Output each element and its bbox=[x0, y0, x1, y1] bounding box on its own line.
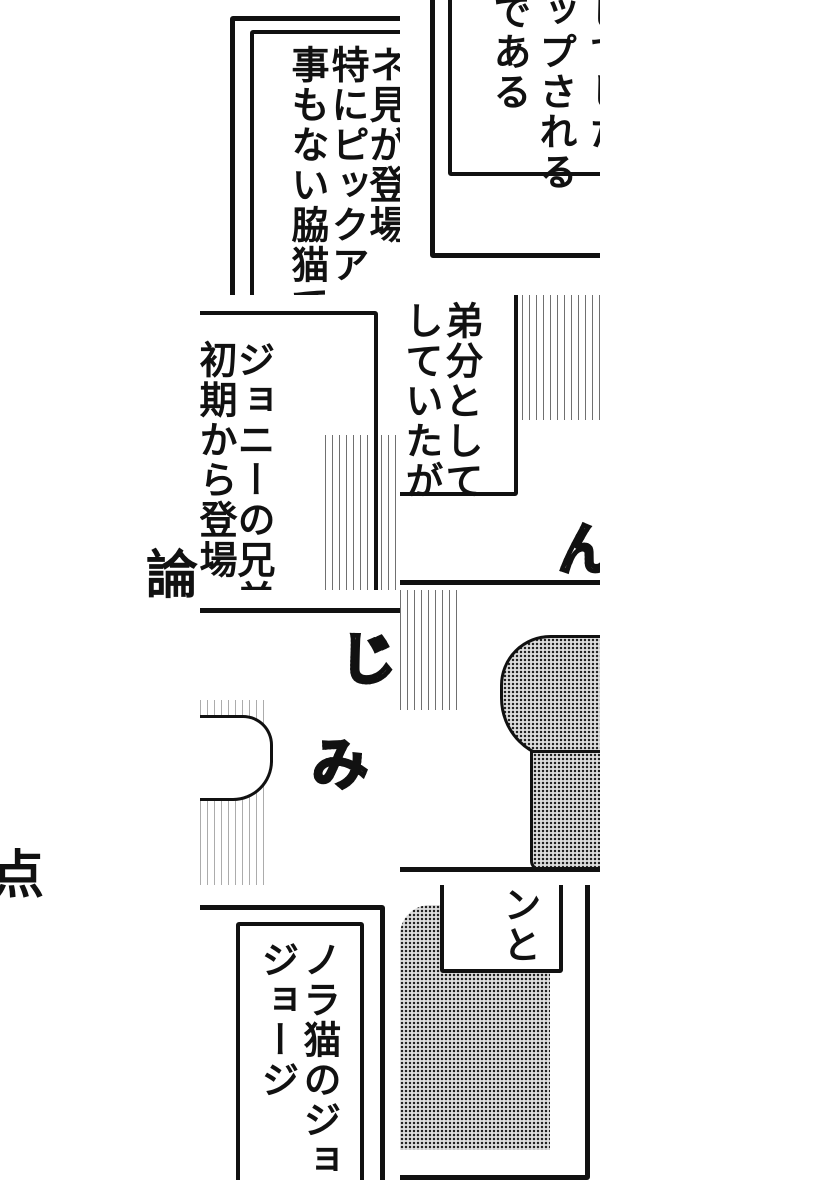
caption-line: ンと bbox=[497, 885, 541, 965]
caption-line: ネ見が登場 bbox=[363, 45, 400, 245]
sound-effect: み bbox=[311, 720, 370, 801]
caption-line: である bbox=[487, 0, 531, 112]
stray-title-glyph: 点 bbox=[0, 846, 45, 906]
manga-panel-h: ンと bbox=[400, 885, 600, 1180]
manga-panel-g: ノラ猫のジョ ジョージ bbox=[200, 885, 400, 1180]
sound-effect: ん bbox=[557, 505, 601, 586]
sound-effect: じ bbox=[339, 615, 398, 696]
caption-line: 初期から登場 bbox=[200, 340, 237, 580]
stray-title-glyph: 論 bbox=[146, 546, 199, 606]
caption-line: 弟分として bbox=[439, 301, 483, 501]
manga-panel-a: ネ見が登場 特にピックア 事もない脇猫で bbox=[200, 0, 400, 295]
caption-line: してした bbox=[583, 0, 600, 152]
caption-line: していたが bbox=[400, 301, 443, 501]
caption-line: 特にピックア bbox=[325, 45, 369, 285]
manga-panel-b: してした ップされる である bbox=[400, 0, 600, 295]
caption-line: ノラ猫のジョ bbox=[297, 940, 341, 1180]
caption-line: ップされる bbox=[533, 0, 577, 192]
manga-panel-c: ジョニーの兄弟 初期から登場 bbox=[200, 295, 400, 590]
manga-panel-f bbox=[400, 590, 600, 885]
caption-line: ジョニーの兄弟 bbox=[231, 340, 275, 590]
grey-cat-illustration bbox=[500, 635, 600, 761]
manga-panel-d: 弟分として していたが ん bbox=[400, 295, 600, 590]
caption-line: 事もない脇猫で bbox=[285, 45, 329, 295]
manga-panel-e: じ み bbox=[200, 590, 400, 885]
caption-line: ジョージ bbox=[255, 940, 299, 1100]
tabby-cat-illustration bbox=[200, 715, 273, 801]
